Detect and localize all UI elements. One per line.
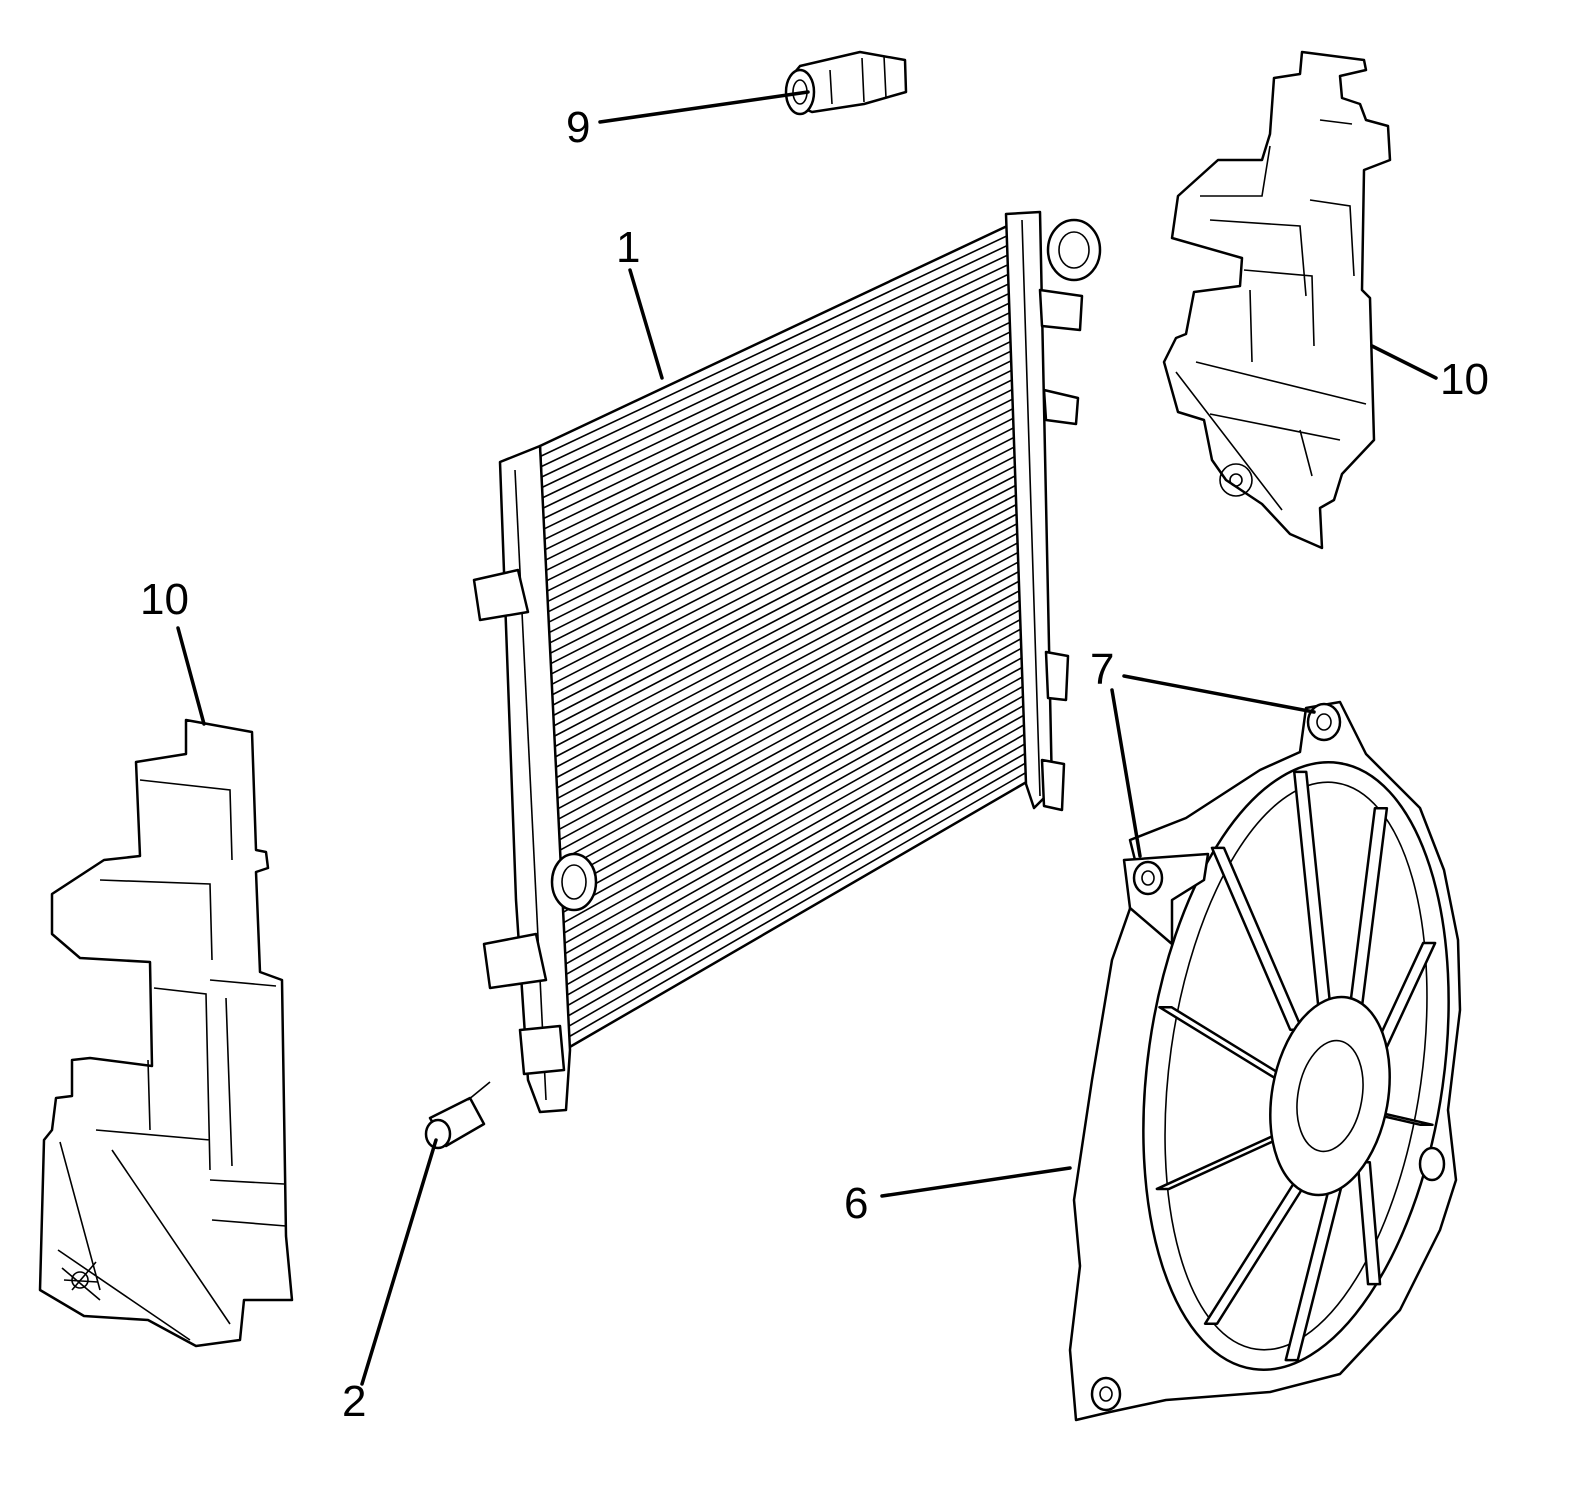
radiator-fin	[542, 277, 1022, 509]
radiator-fin	[553, 499, 1026, 748]
radiator-fin	[547, 373, 1024, 613]
radiator-fin	[562, 673, 1029, 935]
callouts: 9 1 10 10 7 6 2	[140, 103, 1489, 1426]
callout-9: 9	[566, 103, 590, 152]
radiator-fin	[561, 663, 1029, 925]
callout-6: 6	[844, 1179, 868, 1228]
radiator-fin	[541, 257, 1022, 489]
radiator-fin	[556, 557, 1027, 810]
radiator-fin	[549, 412, 1024, 655]
radiator-fin	[559, 615, 1028, 873]
radiator-fin	[545, 344, 1023, 582]
part-1-radiator	[472, 210, 1102, 1114]
radiator-fin	[565, 740, 1030, 1008]
radiator-fin	[554, 508, 1026, 759]
radiator-fin	[541, 248, 1021, 478]
radiator-fin	[550, 431, 1025, 676]
leader-10-right	[1370, 344, 1438, 380]
part-9-sensor	[784, 50, 908, 116]
part-7-isolators	[1122, 702, 1342, 946]
leader-2	[360, 1138, 438, 1386]
radiator-fin	[546, 354, 1023, 593]
radiator-fin	[562, 682, 1029, 945]
radiator-fin	[563, 692, 1029, 956]
part-10-left-air-baffle	[38, 718, 294, 1348]
radiator-fin	[555, 537, 1027, 790]
radiator-fin	[552, 479, 1026, 727]
callout-7: 7	[1090, 645, 1114, 694]
part-6-cooling-fan-shroud	[1068, 700, 1462, 1422]
radiator-fin	[567, 769, 1031, 1039]
radiator-fin	[551, 451, 1025, 696]
part-10-right-air-baffle	[1162, 50, 1392, 550]
radiator-fin	[554, 518, 1026, 769]
radiator-fin	[555, 528, 1026, 779]
radiator-fin	[558, 595, 1028, 852]
radiator-fin	[540, 238, 1021, 468]
radiator-fin	[548, 402, 1024, 644]
leader-6	[880, 1166, 1072, 1198]
radiator-fin	[563, 702, 1030, 966]
radiator-fin	[540, 228, 1021, 458]
radiator-fin	[546, 364, 1023, 603]
radiator-fin	[561, 653, 1029, 914]
leader-10-left	[176, 626, 206, 726]
leader-7-a	[1122, 674, 1316, 714]
radiator-fin	[553, 489, 1026, 738]
callout-1: 1	[616, 223, 640, 272]
callout-10-right: 10	[1440, 355, 1489, 404]
radiator-fin	[543, 296, 1022, 530]
radiator-fin	[564, 721, 1030, 987]
radiator-fin	[557, 586, 1027, 842]
part-2-drain-plug	[424, 1081, 491, 1150]
radiator-fin	[549, 422, 1024, 665]
radiator-fin	[557, 576, 1027, 831]
radiator-fin	[544, 315, 1023, 551]
callout-2: 2	[342, 1377, 366, 1426]
radiator-fin	[552, 470, 1025, 717]
radiator-fin	[543, 306, 1022, 541]
radiator-fin	[547, 383, 1024, 624]
radiator-fin	[565, 731, 1030, 997]
radiator-fin	[558, 605, 1028, 862]
radiator-fin	[550, 441, 1025, 686]
radiator-fin	[566, 750, 1030, 1018]
radiator-fin	[551, 460, 1025, 707]
leader-7-b	[1110, 688, 1142, 858]
radiator-fin	[548, 393, 1024, 634]
leader-lines	[176, 90, 1438, 1386]
radiator-fin	[556, 547, 1027, 800]
radiator-fins	[540, 228, 1031, 1039]
leader-9	[598, 90, 810, 124]
radiator-fin	[564, 711, 1030, 977]
radiator-fin	[545, 335, 1023, 572]
leader-1	[628, 268, 664, 380]
radiator-fin	[557, 566, 1027, 821]
radiator-fin	[560, 634, 1028, 894]
radiator-fin	[542, 267, 1022, 499]
radiator-fin	[543, 286, 1022, 520]
radiator-fin	[560, 644, 1028, 904]
callout-10-left: 10	[140, 575, 189, 624]
radiator-fin	[544, 325, 1023, 561]
radiator-fin	[559, 624, 1028, 883]
radiator-fin	[566, 759, 1031, 1028]
